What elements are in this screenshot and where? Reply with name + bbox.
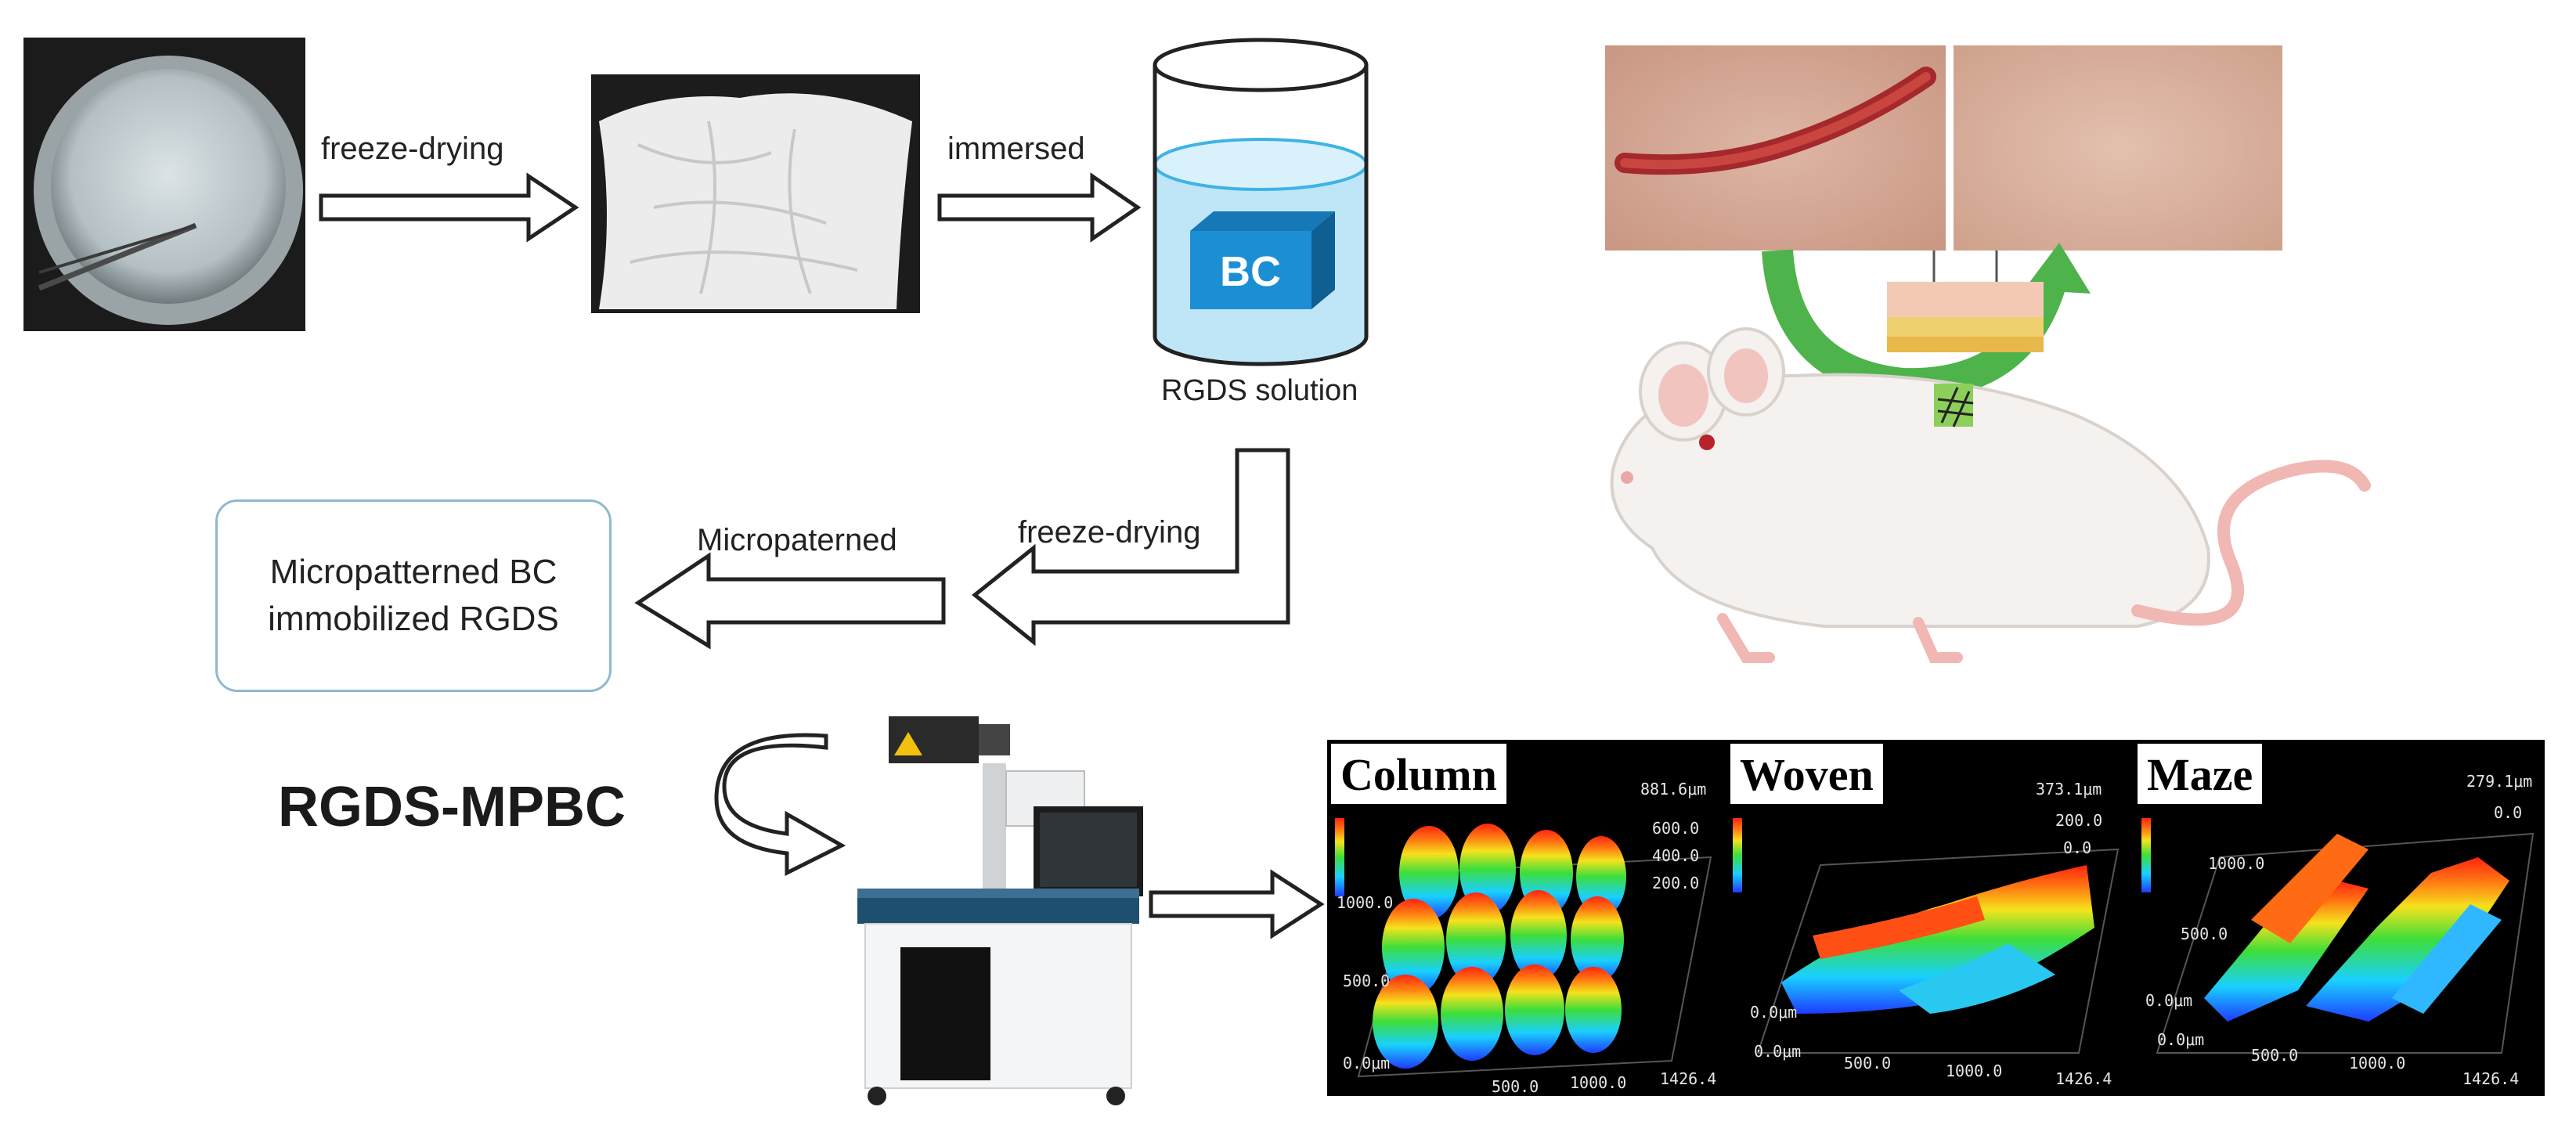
- z-tick: 200.0: [1652, 874, 1699, 892]
- y-label: 500.0: [2181, 925, 2228, 943]
- topography-panel-woven: 373.1μm 200.0 0.0 0.0μm 0.0μm 500.0 1000…: [1726, 740, 2134, 1096]
- mouse-illustration-icon: [1610, 243, 2371, 663]
- result-box: Micropatterned BC immobilized RGDS: [215, 499, 612, 692]
- wound-photo-after: [1954, 45, 2282, 251]
- arrow-right-icon: [937, 172, 1142, 243]
- arrow-right-icon: [319, 172, 579, 243]
- topography-panel-maze: 279.1μm 0.0 1000.0 500.0 0.0μm 0.0μm 500…: [2134, 740, 2545, 1096]
- freeze-dried-bc-photo: [591, 74, 920, 313]
- x-label: 1000.0: [1946, 1062, 2002, 1080]
- y-label: 500.0: [1343, 972, 1390, 990]
- elbow-arrow-icon: [971, 448, 1290, 647]
- z-tick: 0.0: [2063, 838, 2091, 857]
- panel-title-woven: Woven: [1730, 744, 1883, 804]
- z-tick: 200.0: [2055, 811, 2102, 830]
- z-max-label: 279.1μm: [2466, 772, 2532, 791]
- z-tick: 600.0: [1652, 819, 1699, 838]
- step-label-freeze-drying: freeze-drying: [321, 132, 504, 166]
- result-line-1: Micropatterned BC: [269, 553, 557, 591]
- skin-layer-icon: [1887, 251, 2044, 352]
- x-label: 1000.0: [1570, 1073, 1626, 1092]
- z-max-label: 373.1μm: [2036, 780, 2102, 799]
- z-max-label: 881.6μm: [1640, 780, 1706, 799]
- y-label: 0.0μm: [1754, 1042, 1801, 1061]
- x-label: 500.0: [1844, 1054, 1891, 1073]
- wound-photo-before: [1605, 45, 1946, 251]
- z-tick: 0.0: [2494, 803, 2522, 822]
- arrow-left-icon: [634, 552, 946, 650]
- y-label: 0.0μm: [1750, 1003, 1797, 1022]
- panel-title-column: Column: [1331, 744, 1506, 804]
- laser-engraving-machine-icon: [857, 716, 1143, 1105]
- y-label: 0.0μm: [2157, 1030, 2204, 1049]
- z-tick: 400.0: [1652, 846, 1699, 865]
- x-label: 1426.4: [2462, 1069, 2519, 1088]
- step-label-freeze-drying-2: freeze-drying: [1018, 515, 1201, 550]
- petri-dish-photo: [23, 38, 305, 331]
- result-line-2: immobilized RGDS: [268, 600, 559, 638]
- step-label-immersed: immersed: [947, 132, 1085, 166]
- y-label: 0.0μm: [2145, 991, 2192, 1010]
- panel-title-maze: Maze: [2138, 744, 2263, 804]
- x-label: 1426.4: [1660, 1069, 1716, 1088]
- y-label: 1000.0: [2208, 854, 2264, 873]
- y-label: 1000.0: [1337, 893, 1393, 912]
- topography-panel-column: 881.6μm 600.0 400.0 200.0 1000.0 500.0 0…: [1327, 740, 1726, 1096]
- y-label: 0.0μm: [1343, 1054, 1390, 1073]
- bc-block-label: BC: [1220, 248, 1281, 295]
- x-label: 1426.4: [2055, 1069, 2112, 1088]
- product-title: RGDS-MPBC: [278, 776, 626, 838]
- x-label: 1000.0: [2349, 1054, 2405, 1073]
- arrow-right-icon: [1149, 869, 1325, 939]
- beaker-icon: BC: [1153, 38, 1369, 366]
- beaker-caption: RGDS solution: [1161, 374, 1358, 407]
- step-label-micropaterned: Micropaterned: [697, 523, 897, 557]
- x-label: 500.0: [1492, 1077, 1539, 1096]
- rotate-arrow-icon: [714, 733, 846, 877]
- x-label: 500.0: [2251, 1046, 2298, 1065]
